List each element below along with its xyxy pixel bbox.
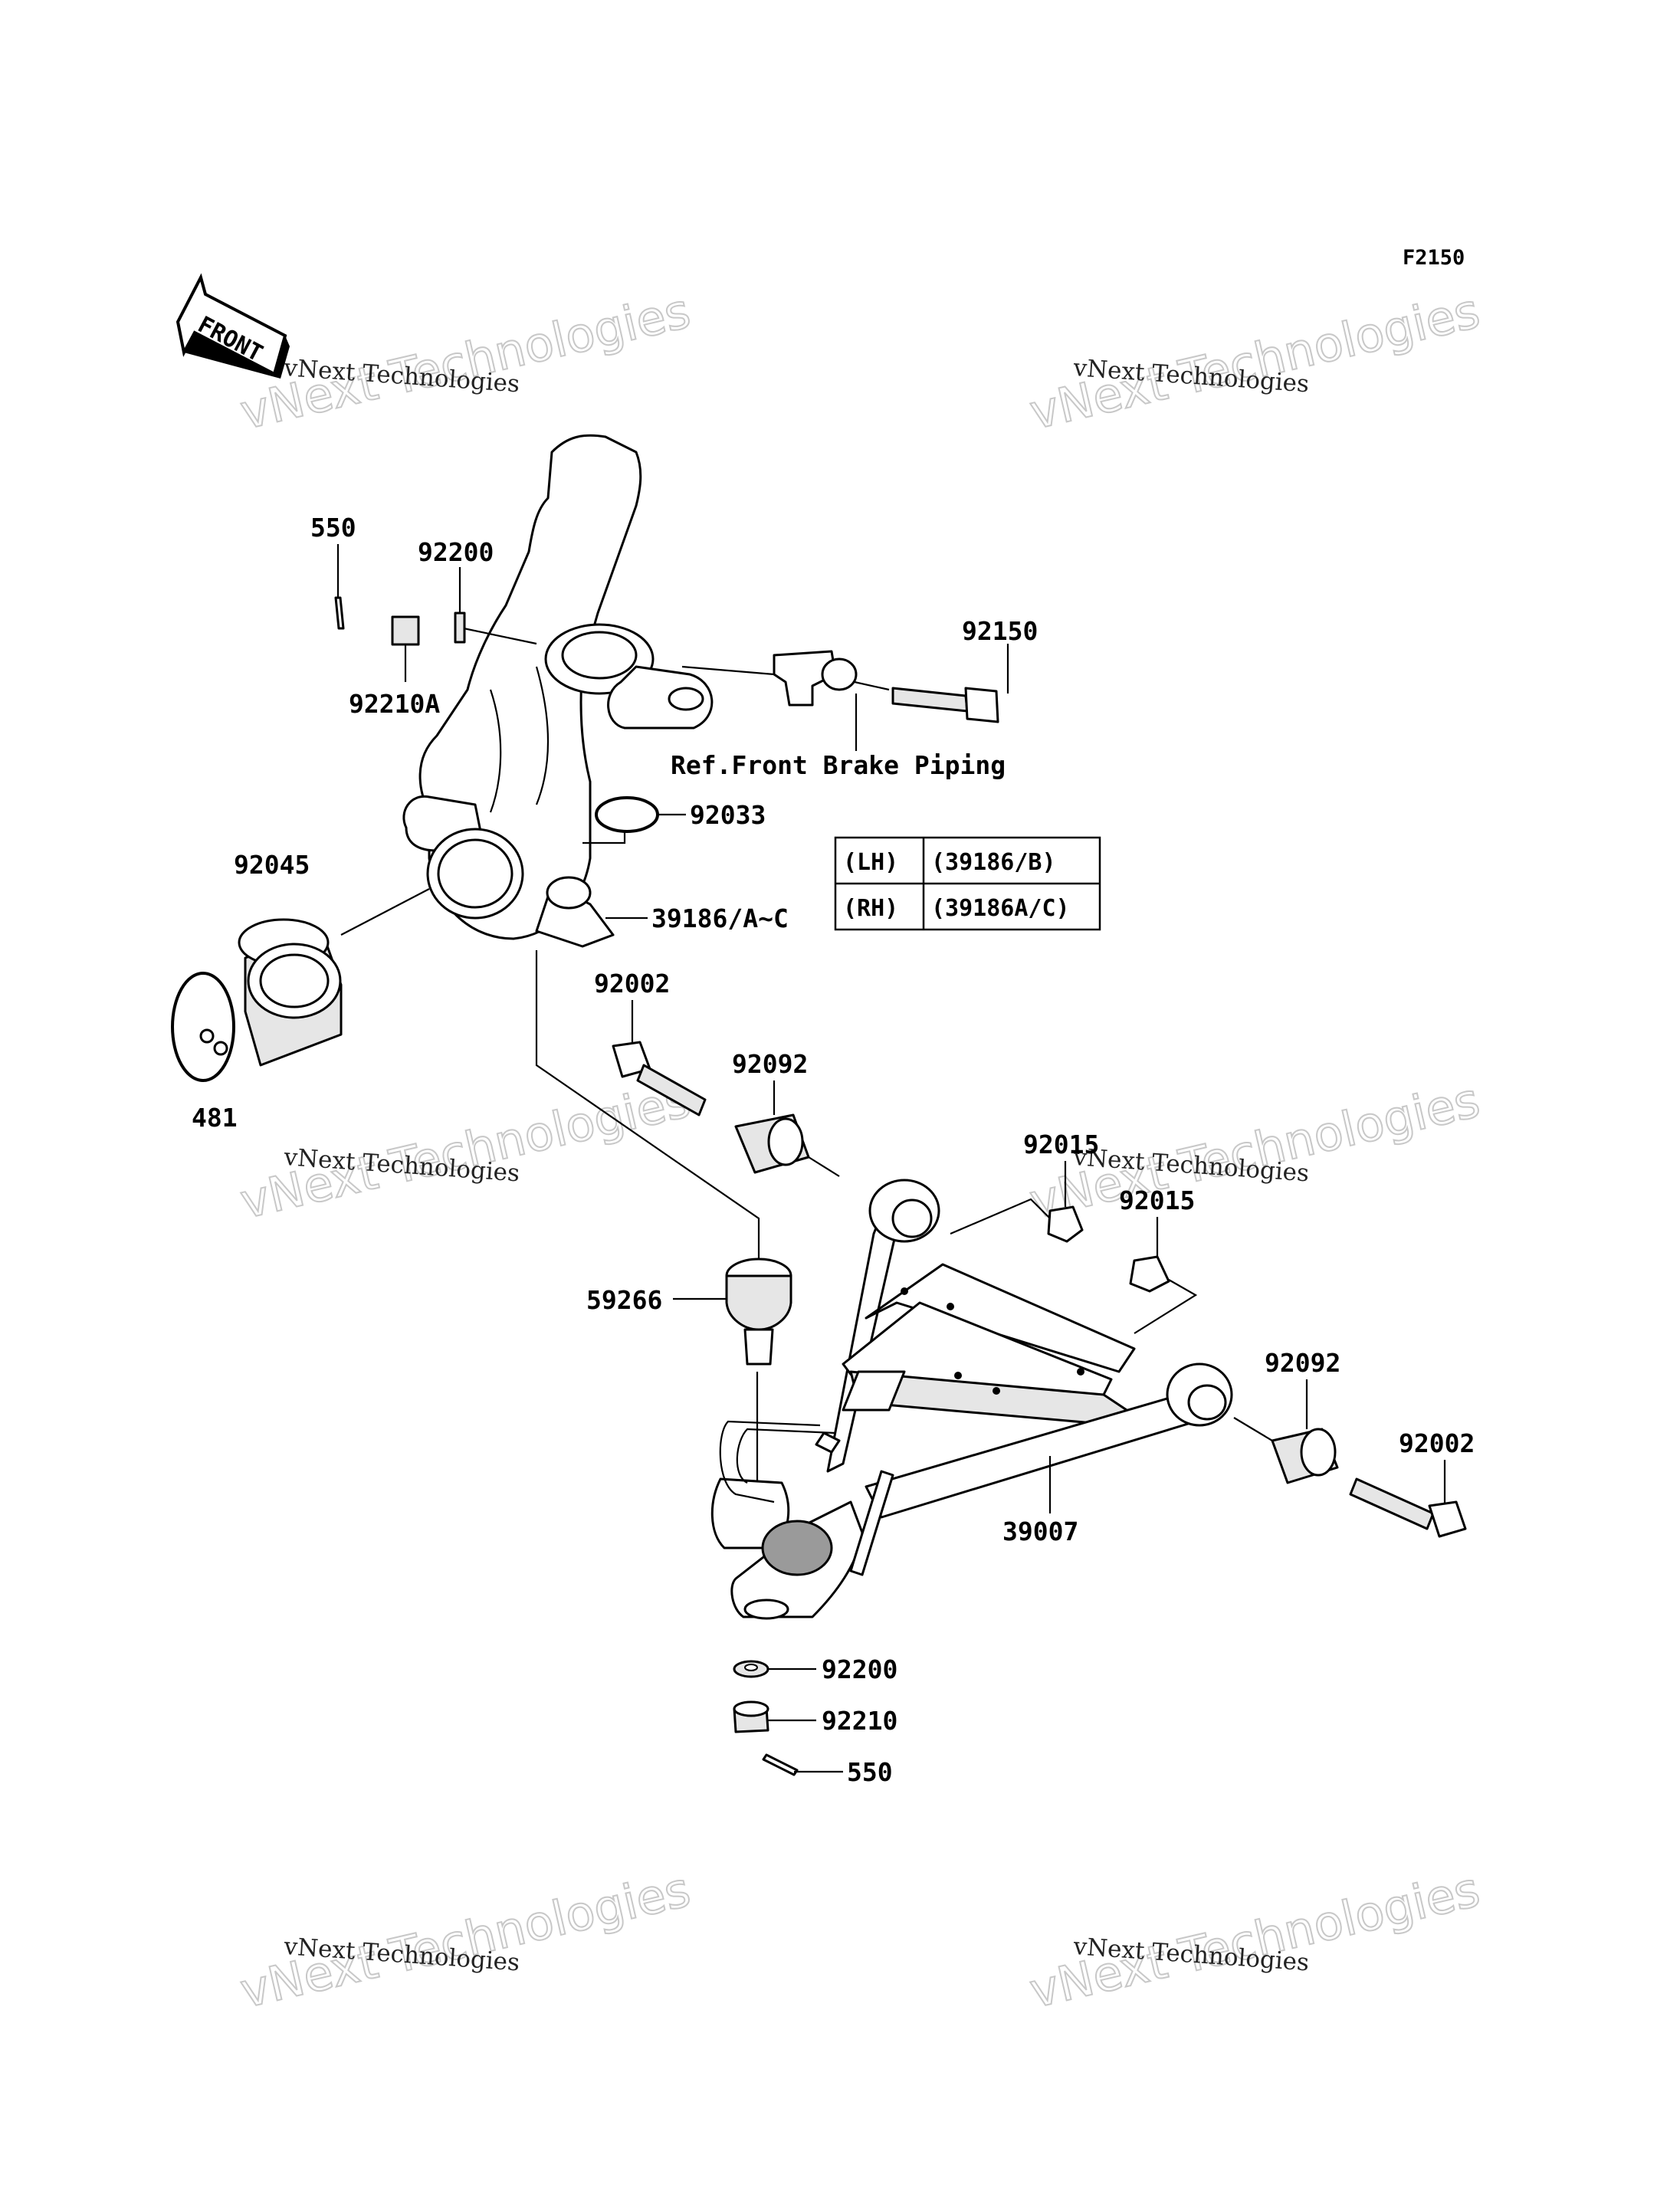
ref-front-brake-piping: Ref.Front Brake Piping: [671, 750, 1006, 780]
diagram-code: F2150: [1403, 246, 1465, 270]
table-row-rh-part: (39186A/C): [931, 895, 1070, 922]
watermark-mid-left: vNext Technologies vNext Technologies: [235, 1071, 696, 1231]
nut-92015-a: [950, 1161, 1084, 1243]
brake-hose-clamp: [681, 650, 890, 751]
variant-table: (LH) (39186/B) (RH) (39186A/C): [834, 836, 1101, 931]
leader-knuckle-balljoint: [535, 950, 760, 1261]
collar-92092-left: [734, 1080, 840, 1177]
label-92045: 92045: [234, 850, 310, 880]
label-92015-a: 92015: [1023, 1130, 1099, 1159]
label-92092-right: 92092: [1265, 1348, 1340, 1378]
label-59266: 59266: [586, 1285, 662, 1315]
ball-joint-59266: [673, 1258, 792, 1533]
label-550-bottom: 550: [847, 1757, 893, 1787]
label-92002-left: 92002: [594, 969, 670, 998]
ring-92033: [582, 796, 686, 844]
watermark-top-left: vNext Technologies vNext Technologies: [235, 282, 696, 441]
label-39007: 39007: [1002, 1517, 1078, 1546]
bolt-92002-left: [612, 1000, 707, 1117]
label-92210a: 92210A: [349, 689, 440, 719]
label-92200-bottom: 92200: [822, 1654, 897, 1684]
nut-92015-b: [1129, 1217, 1198, 1334]
washer-92200-top: [454, 567, 537, 645]
watermark-bottom-right: vNext Technologies vNext Technologies: [1024, 1861, 1485, 2020]
label-92092-left: 92092: [732, 1049, 808, 1079]
label-92033: 92033: [690, 800, 766, 830]
watermark-top-right: vNext Technologies vNext Technologies: [1024, 282, 1485, 441]
castle-nut-92210a: [391, 615, 420, 682]
lower-a-arm-39007: [710, 1179, 1233, 1620]
castle-nut-92210: [733, 1700, 816, 1733]
table-row-lh-part: (39186/B): [931, 849, 1056, 876]
collar-92092-right: [1233, 1379, 1339, 1484]
label-92002-right: 92002: [1399, 1428, 1475, 1458]
cotter-pin-550-top: [334, 544, 345, 630]
bearing-92045: [238, 888, 430, 1067]
label-92210: 92210: [822, 1706, 897, 1736]
label-92150: 92150: [962, 616, 1038, 646]
front-arrow-icon: FRONT: [176, 273, 290, 379]
bolt-92150: [891, 644, 1009, 723]
label-92015-b: 92015: [1119, 1185, 1195, 1215]
label-481: 481: [192, 1103, 238, 1133]
table-row-rh-side: (RH): [843, 895, 898, 922]
label-39186: 39186/A~C: [651, 903, 789, 933]
table-row-lh-side: (LH): [843, 849, 898, 876]
label-92200-top: 92200: [418, 537, 494, 567]
washer-92200-bottom: [733, 1660, 816, 1678]
circlip-481: [171, 972, 235, 1082]
steering-knuckle: [402, 434, 714, 948]
label-550-top: 550: [310, 513, 356, 543]
watermark-bottom-left: vNext Technologies vNext Technologies: [235, 1861, 696, 2020]
cotter-pin-550-bottom: [762, 1753, 843, 1776]
bolt-92002-right: [1349, 1460, 1467, 1538]
